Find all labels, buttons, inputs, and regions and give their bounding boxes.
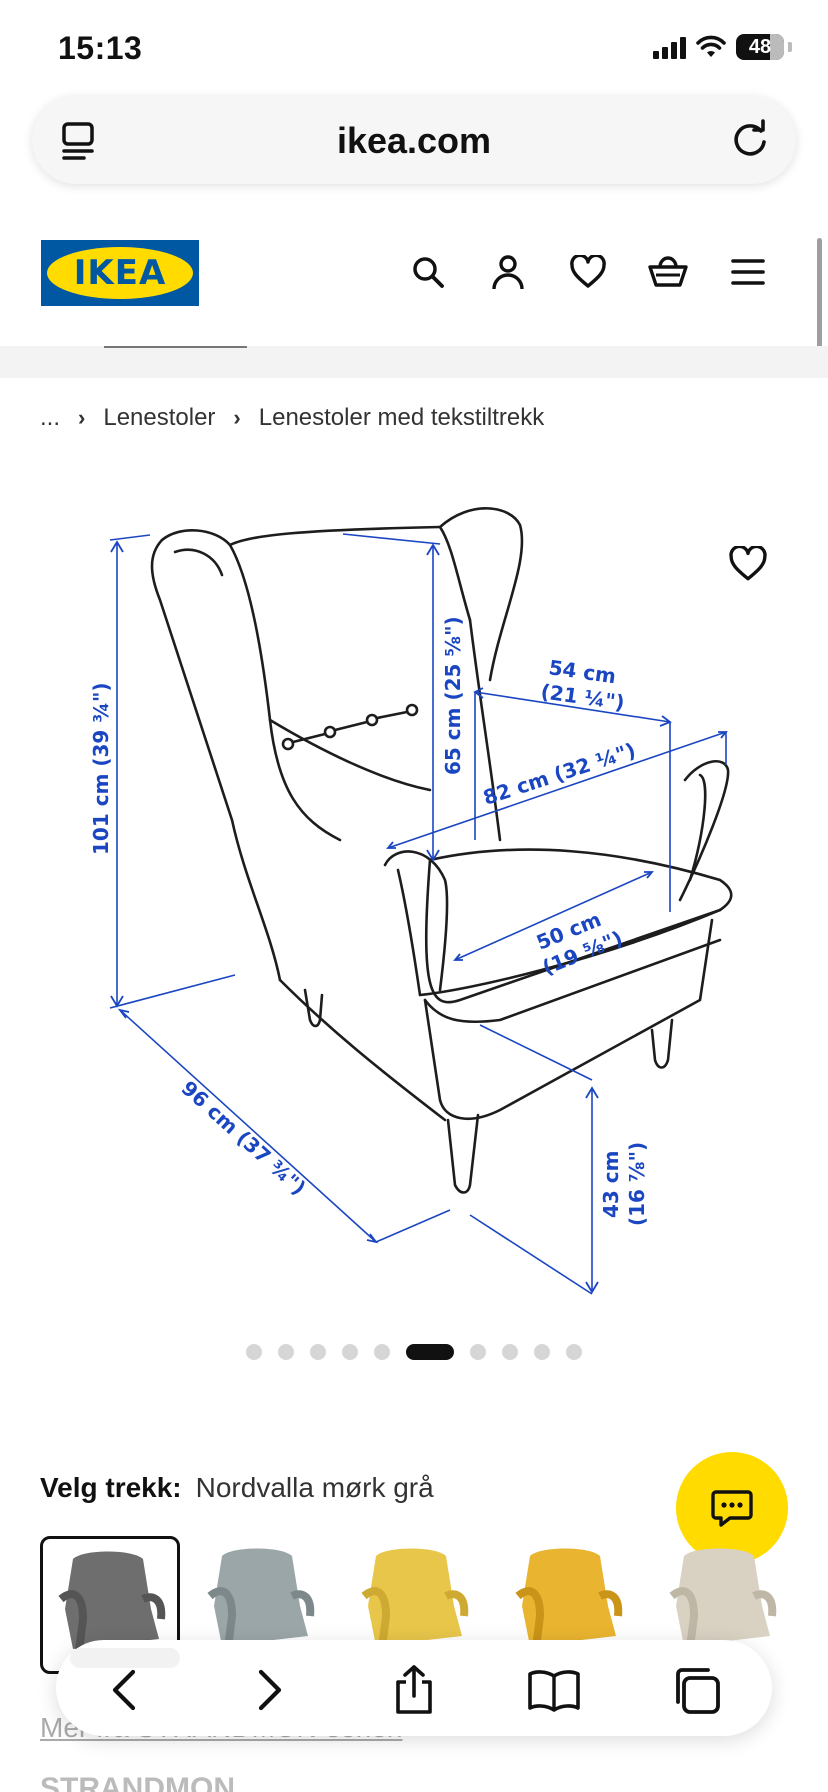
chair-thumbnail	[669, 1548, 777, 1649]
browser-toolbar	[56, 1640, 772, 1736]
site-header: IKEA	[0, 220, 828, 340]
battery-level: 48	[748, 35, 772, 58]
carousel-dot[interactable]	[374, 1344, 390, 1360]
reader-tabs-icon[interactable]	[60, 120, 100, 162]
swatch-option[interactable]	[192, 1536, 332, 1674]
status-icons: 48	[653, 34, 792, 60]
wifi-icon	[696, 35, 726, 57]
forward-icon[interactable]	[242, 1662, 298, 1718]
battery-icon: 48	[736, 34, 784, 60]
breadcrumb-item-tekstiltrekk[interactable]: Lenestoler med tekstiltrekk	[258, 404, 545, 431]
chevron-right-icon: ›	[78, 405, 86, 430]
status-time: 15:13	[58, 30, 143, 66]
share-icon[interactable]	[386, 1662, 442, 1718]
carousel-dot-active[interactable]	[406, 1344, 454, 1360]
swatch-option[interactable]	[500, 1536, 640, 1674]
image-carousel-dots[interactable]	[0, 1344, 828, 1360]
dim-label-seat-height-in: (16 ⅞")	[625, 1142, 649, 1226]
variant-label: Velg trekk:	[40, 1472, 182, 1503]
carousel-dot[interactable]	[534, 1344, 550, 1360]
swatch-option[interactable]	[654, 1536, 794, 1674]
toolbar-handle	[70, 1648, 180, 1668]
chair-thumbnail	[361, 1548, 469, 1649]
reload-icon[interactable]	[728, 118, 772, 162]
swatch-option[interactable]	[346, 1536, 486, 1674]
carousel-dot[interactable]	[566, 1344, 582, 1360]
breadcrumb: ... › Lenestoler › Lenestoler med teksti…	[40, 404, 544, 432]
page-scrollbar[interactable]	[817, 238, 822, 366]
dim-label-height: 101 cm (39 ¾")	[89, 682, 113, 855]
variant-value: Nordvalla mørk grå	[195, 1472, 434, 1503]
fabric-swatches	[40, 1536, 828, 1676]
breadcrumb-item-lenestoler[interactable]: Lenestoler	[103, 404, 216, 431]
favourites-icon[interactable]	[566, 250, 610, 294]
status-bar: 15:13 48	[0, 0, 828, 96]
search-icon[interactable]	[406, 250, 450, 294]
url-text[interactable]: ikea.com	[336, 120, 492, 161]
dim-label-back-height: 65 cm (25 ⅝")	[441, 616, 465, 775]
carousel-dot[interactable]	[246, 1344, 262, 1360]
product-dimension-image[interactable]: 101 cm (39 ¾") 65 cm (25 ⅝") 54 cm (21 ¼…	[0, 470, 828, 1330]
swatch-selected[interactable]	[40, 1536, 180, 1674]
chair-thumbnail	[207, 1548, 315, 1649]
carousel-dot[interactable]	[342, 1344, 358, 1360]
dim-label-depth-top: 82 cm (32 ¼")	[480, 738, 638, 810]
tabs-icon[interactable]	[668, 1662, 724, 1718]
add-to-favourites-icon[interactable]	[728, 546, 768, 582]
variant-selector-label: Velg trekk: Nordvalla mørk grå	[40, 1472, 434, 1504]
chair-thumbnail	[58, 1551, 166, 1652]
dimension-labels: 101 cm (39 ¾") 65 cm (25 ⅝") 54 cm (21 ¼…	[89, 616, 649, 1226]
ikea-logo[interactable]: IKEA	[41, 240, 199, 306]
signal-icon	[653, 35, 686, 59]
carousel-dot[interactable]	[310, 1344, 326, 1360]
product-name: STRANDMON	[40, 1772, 235, 1792]
logo-text: IKEA	[73, 253, 167, 293]
chevron-right-icon: ›	[233, 405, 241, 430]
bookmarks-icon[interactable]	[526, 1662, 582, 1718]
armchair-drawing	[150, 507, 733, 1194]
chat-icon	[711, 1490, 753, 1527]
address-bar[interactable]: ikea.com	[32, 96, 796, 184]
dim-label-seat-height-cm: 43 cm	[599, 1151, 623, 1219]
chat-button[interactable]	[676, 1452, 788, 1564]
dimension-lines	[109, 533, 728, 1295]
back-icon[interactable]	[96, 1662, 152, 1718]
dim-label-width: 96 cm (37 ¾")	[177, 1076, 311, 1200]
carousel-dot[interactable]	[502, 1344, 518, 1360]
account-icon[interactable]	[486, 250, 530, 294]
breadcrumb-ellipsis[interactable]: ...	[40, 404, 61, 431]
carousel-dot[interactable]	[470, 1344, 486, 1360]
carousel-dot[interactable]	[278, 1344, 294, 1360]
menu-icon[interactable]	[726, 250, 770, 294]
header-divider-band	[0, 346, 828, 378]
chair-thumbnail	[515, 1548, 623, 1649]
shopping-bag-icon[interactable]	[646, 250, 690, 294]
